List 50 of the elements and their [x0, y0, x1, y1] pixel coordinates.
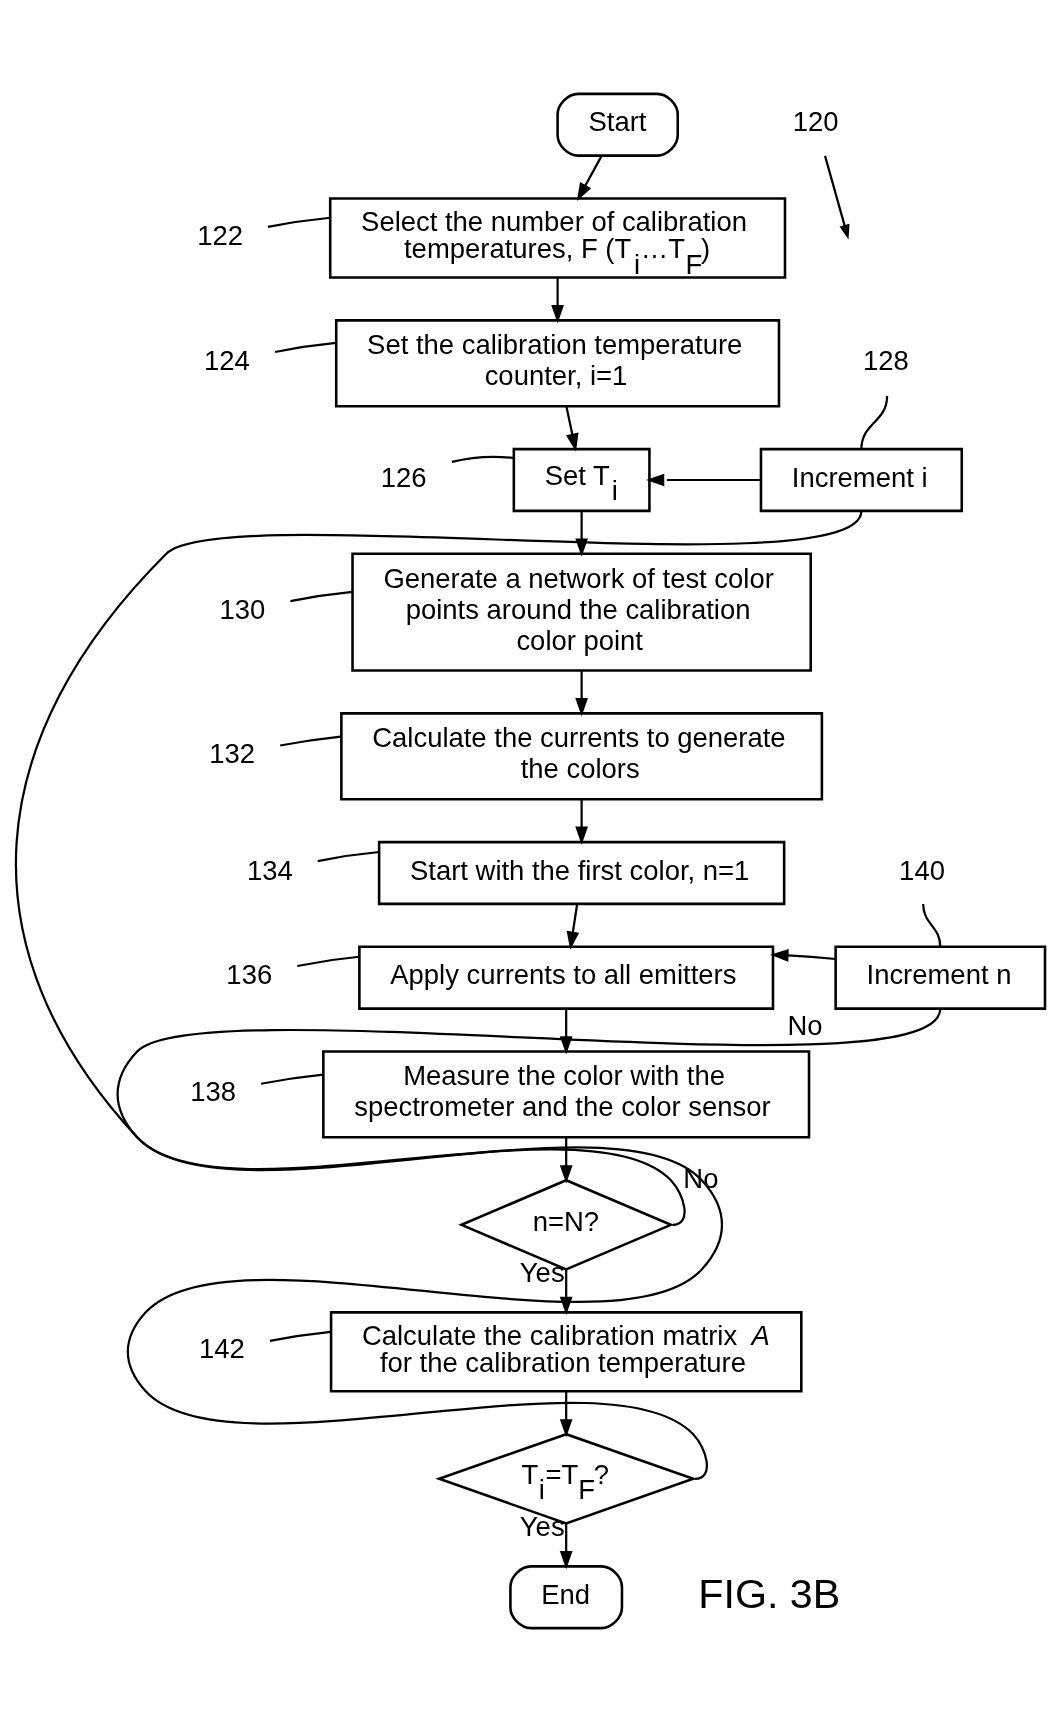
connector: [290, 590, 353, 603]
arrow: [823, 155, 850, 240]
connector: [317, 850, 380, 863]
node-box: Start: [556, 92, 680, 157]
node-text: 130: [219, 593, 266, 625]
node-text: 122: [197, 219, 243, 251]
node-box: Set the calibration temperature counter, i=1: [334, 319, 781, 408]
node-box: Start with the first color, n=1: [377, 840, 786, 906]
label: FIG. 3B: [698, 1570, 841, 1617]
node-text: 136: [226, 959, 273, 991]
node-text: 128: [863, 344, 909, 376]
node-text: 124: [204, 344, 250, 376]
arrow: [565, 406, 579, 452]
arrow: [646, 473, 761, 487]
connector: [267, 216, 331, 229]
node-box: Measure the color with the spectrometer and the color sensor: [322, 1050, 811, 1139]
node-box: Calculate the calibration matrix A for the calibration temperature: [329, 1311, 803, 1393]
connector: [15, 510, 863, 1480]
connector: [274, 341, 336, 354]
connector: [922, 903, 942, 947]
node-text: 126: [380, 461, 427, 493]
node-text: 134: [246, 854, 293, 886]
node-box: Increment i: [759, 447, 964, 513]
node-box: End: [509, 1565, 624, 1630]
connector: [116, 1007, 942, 1226]
arrow: [559, 1391, 573, 1438]
node-box: Apply currents to all emitters: [358, 945, 775, 1010]
arrow: [770, 948, 836, 962]
arrow: [566, 903, 580, 950]
connector: [297, 955, 360, 968]
node-text: 142: [198, 1333, 245, 1365]
node-text: 132: [209, 737, 255, 769]
node-text: 138: [190, 1075, 237, 1107]
arrow: [559, 1524, 573, 1570]
arrow: [551, 277, 564, 324]
connector: [260, 1073, 324, 1085]
connector: [451, 455, 514, 464]
connector: [269, 1330, 331, 1342]
arrow: [576, 155, 603, 202]
edge-label: No: [787, 1009, 823, 1041]
node-box: Calculate the currents to generate the colors: [340, 712, 824, 801]
connector: [860, 395, 889, 450]
node-box: Generate a network of test color points around the calibration color point: [351, 552, 813, 672]
arrow: [575, 799, 588, 845]
arrow: [559, 1137, 573, 1184]
node-box: Increment n: [834, 945, 1047, 1010]
node-text: 140: [899, 854, 945, 886]
node-text: 120: [792, 106, 839, 138]
connector: [280, 735, 341, 747]
arrow: [575, 671, 588, 717]
